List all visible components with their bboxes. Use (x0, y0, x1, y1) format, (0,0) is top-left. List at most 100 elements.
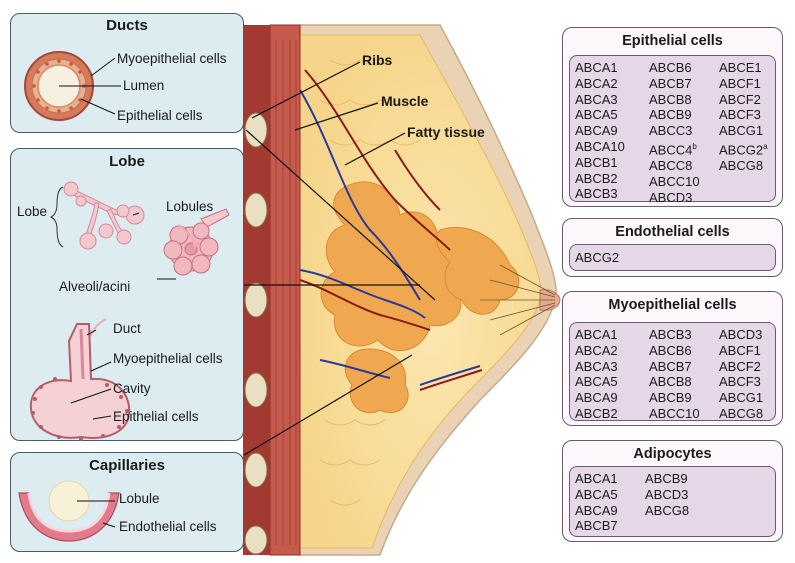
glandular-tissue (320, 181, 520, 414)
gene: ABCB2 (575, 170, 618, 186)
capillaries-lobule-label: Lobule (119, 491, 160, 506)
gene: ABCA5 (575, 374, 618, 390)
gene: ABCD3 (649, 189, 693, 205)
muscle-layer (269, 24, 301, 556)
epithelial-col-2: ABCB6 ABCB7 ABCB8 ABCB9 ABCC3 ABCC4b ABC… (649, 60, 700, 206)
endothelial-genes-panel: Endothelial cells ABCG2 (562, 218, 783, 277)
myoepithelial-genes-box: ABCA1 ABCA2 ABCA3 ABCA5 ABCA9 ABCB2 ABCB… (569, 322, 776, 421)
lobe-illustration (29, 181, 230, 441)
gene: ABCB9 (649, 390, 692, 406)
gene: ABCB9 (645, 471, 688, 486)
gene: ABCG8 (719, 158, 764, 174)
gene: ABCG2 (575, 250, 620, 265)
gene: ABCA1 (575, 471, 618, 486)
gene: ABCC10 (649, 173, 700, 189)
adipocytes-col-1: ABCA1 ABCA5 ABCA9 ABCB7 (575, 471, 618, 534)
gene: ABCG8 (719, 405, 764, 421)
epithelial-genes-title: Epithelial cells (622, 33, 723, 49)
gene: ABCE1 (719, 60, 762, 75)
gene: ABCB6 (649, 342, 692, 358)
ribs-label: Ribs (362, 52, 393, 68)
gene: ABCA3 (575, 91, 618, 107)
gene: ABCG1 (719, 390, 764, 406)
epithelial-genes-panel: Epithelial cells ABCA1 ABCA2 ABCA3 ABCA5… (562, 27, 783, 207)
capillaries-title: Capillaries (89, 457, 165, 474)
gene: ABCA2 (575, 75, 618, 91)
myoepithelial-col-2: ABCB3 ABCB6 ABCB7 ABCB8 ABCB9 ABCC10 (649, 327, 700, 422)
ducts-title: Ducts (106, 17, 148, 34)
gene: ABCG2 (719, 142, 764, 158)
gene: ABCA9 (575, 502, 618, 518)
ribs (244, 112, 268, 555)
gene: ABCF3 (719, 107, 761, 123)
gene: ABCB3 (649, 327, 692, 342)
gene: ABCA9 (575, 123, 618, 139)
endothelial-genes-box: ABCG2 (569, 244, 776, 271)
endothelial-col-1: ABCG2 (575, 250, 619, 266)
alveoli-label: Alveoli/acini (59, 279, 131, 294)
ducts-lumen-label: Lumen (123, 78, 165, 93)
gene: ABCB9 (649, 107, 692, 123)
gene: ABCB8 (649, 374, 692, 390)
gene: ABCD3 (719, 327, 763, 342)
gene: ABCF2 (719, 358, 761, 374)
blood-vessels (299, 69, 483, 391)
footnote-mark: a (763, 141, 768, 151)
gene: ABCC10 (649, 405, 700, 421)
epithelial-genes-box: ABCA1 ABCA2 ABCA3 ABCA5 ABCA9 ABCA10 ABC… (569, 55, 776, 205)
lobe-myoepithelial-label: Myoepithelial cells (113, 351, 223, 366)
gene: ABCB8 (649, 91, 692, 107)
myoepithelial-col-1: ABCA1 ABCA2 ABCA3 ABCA5 ABCA9 ABCB2 (575, 327, 618, 422)
capillaries-endothelial-label: Endothelial cells (119, 519, 217, 534)
cavity-label: Cavity (113, 381, 151, 396)
lobules-label: Lobules (166, 199, 214, 214)
gene: ABCA3 (575, 358, 618, 374)
gene: ABCF2 (719, 91, 761, 107)
gene: ABCF1 (719, 75, 761, 91)
duct-cross-section-illustration (24, 51, 121, 121)
gene: ABCB1 (575, 154, 618, 170)
muscle-label: Muscle (381, 93, 429, 109)
fatty-tissue-label: Fatty tissue (407, 124, 485, 140)
gene: ABCA9 (575, 390, 618, 406)
capillary-illustration (18, 480, 120, 542)
lobe-epithelial-label: Epithelial cells (113, 409, 199, 424)
gene: ABCB6 (649, 60, 692, 75)
gene: ABCA5 (575, 486, 618, 502)
gene-with-sup: ABCC4b (649, 139, 700, 158)
gene: ABCB3 (575, 186, 618, 202)
endothelial-genes-title: Endothelial cells (615, 224, 730, 240)
epithelial-col-1: ABCA1 ABCA2 ABCA3 ABCA5 ABCA9 ABCA10 ABC… (575, 60, 625, 202)
ducts-myoepithelial-label: Myoepithelial cells (117, 51, 227, 66)
duct-label: Duct (113, 321, 141, 336)
myoepithelial-col-3: ABCD3 ABCF1 ABCF2 ABCF3 ABCG1 ABCG8 (719, 327, 763, 422)
adipocytes-genes-box: ABCA1 ABCA5 ABCA9 ABCB7 ABCB9 ABCD3 ABCG… (569, 466, 776, 537)
gene: ABCA10 (575, 138, 625, 154)
lobe-title: Lobe (109, 153, 145, 170)
gene: ABCA1 (575, 327, 618, 342)
gene: ABCA2 (575, 342, 618, 358)
gene: ABCA1 (575, 60, 618, 75)
capillaries-panel: Capillaries Lobule Endothelial cells (10, 452, 244, 552)
fat-lobule-texture (319, 59, 421, 506)
footnote-mark: b (692, 141, 697, 151)
gene: ABCC8 (649, 158, 693, 174)
lobe-panel: Lobe (10, 148, 244, 441)
gene-with-sup: ABCG2a (719, 139, 768, 158)
ducts-panel: Ducts Myoepithelial cells Lumen Epitheli… (10, 13, 244, 133)
gene: ABCB7 (649, 75, 692, 91)
gene: ABCB7 (649, 358, 692, 374)
gene: ABCG8 (645, 502, 690, 518)
label-leaders (243, 61, 436, 456)
ducts-radiating (480, 264, 556, 336)
gene: ABCG1 (719, 123, 764, 139)
adipocytes-genes-title: Adipocytes (633, 446, 712, 462)
ducts-epithelial-label: Epithelial cells (117, 108, 203, 123)
gene: ABCF3 (719, 374, 761, 390)
adipocytes-col-2: ABCB9 ABCD3 ABCG8 (645, 471, 689, 518)
gene: ABCB7 (575, 518, 618, 534)
epithelial-col-3: ABCE1 ABCF1 ABCF2 ABCF3 ABCG1 ABCG2a ABC… (719, 60, 768, 174)
gene: ABCC3 (649, 123, 693, 139)
gene: ABCB2 (575, 405, 618, 421)
